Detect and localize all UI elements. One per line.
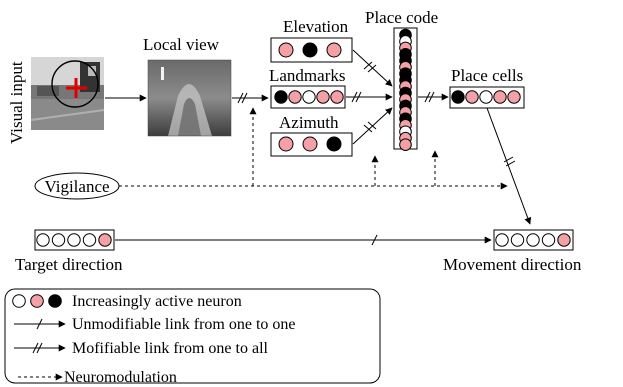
legend-neuromodulation: Neuromodulation <box>64 369 177 386</box>
neuron-inactive <box>479 90 493 104</box>
neuron-active <box>48 294 62 308</box>
local-view-label: Local view <box>143 35 220 54</box>
neuron-active <box>302 42 318 58</box>
azimuth-label: Azimuth <box>279 113 339 132</box>
neuron-inactive <box>495 233 509 247</box>
legend-neuron-activity: Increasingly active neuron <box>72 293 242 310</box>
neuron-medium <box>465 90 479 104</box>
neuron-inactive <box>526 233 540 247</box>
target-direction-neurons <box>36 233 112 247</box>
neuron-active <box>451 90 465 104</box>
neuron-active <box>326 136 342 152</box>
neuromodulation-links <box>119 107 508 190</box>
neuron-medium <box>316 90 330 104</box>
legend-one-to-all: Mofifiable link from one to all <box>72 340 269 357</box>
neuron-medium <box>278 136 294 152</box>
neuron-medium <box>30 294 44 308</box>
movement-direction-neurons <box>495 233 571 247</box>
neuron-inactive <box>12 294 26 308</box>
neuron-medium <box>507 90 521 104</box>
neuron-inactive <box>51 233 66 247</box>
neuron-active <box>274 90 288 104</box>
legend-neurons <box>12 294 62 308</box>
neuron-medium <box>302 136 318 152</box>
target-direction-label: Target direction <box>15 255 123 274</box>
neuron-medium <box>557 233 571 247</box>
elevation-neurons <box>278 42 342 58</box>
legend-one-to-one: Unmodifiable link from one to one <box>72 316 296 333</box>
neuron-inactive <box>82 233 97 247</box>
legend-box <box>4 288 381 384</box>
neuron-inactive <box>302 90 316 104</box>
place-cells-neurons <box>451 90 521 104</box>
neuron-inactive <box>36 233 50 247</box>
local-view-image <box>147 59 232 137</box>
vigilance-label: Vigilance <box>44 177 109 196</box>
movement-direction-label: Movement direction <box>443 255 582 274</box>
place-cells-label: Place cells <box>451 66 523 85</box>
landmarks-label: Landmarks <box>269 66 345 85</box>
neuron-medium <box>399 138 412 151</box>
neuron-medium <box>288 90 302 104</box>
neuron-medium <box>278 42 294 58</box>
visual-input-image <box>30 57 105 130</box>
neuron-inactive <box>67 233 81 247</box>
landmarks-neurons <box>274 90 344 104</box>
elevation-label: Elevation <box>283 17 349 36</box>
neuron-inactive <box>510 233 525 247</box>
neuron-medium <box>330 90 344 104</box>
neuron-medium <box>98 233 112 247</box>
neuron-medium <box>326 42 342 58</box>
neuron-inactive <box>541 233 556 247</box>
place-code-neurons <box>399 28 412 151</box>
azimuth-neurons <box>278 136 342 152</box>
place-code-label: Place code <box>365 8 438 27</box>
neuron-medium <box>493 90 507 104</box>
visual-input-label: Visual input <box>7 61 26 144</box>
